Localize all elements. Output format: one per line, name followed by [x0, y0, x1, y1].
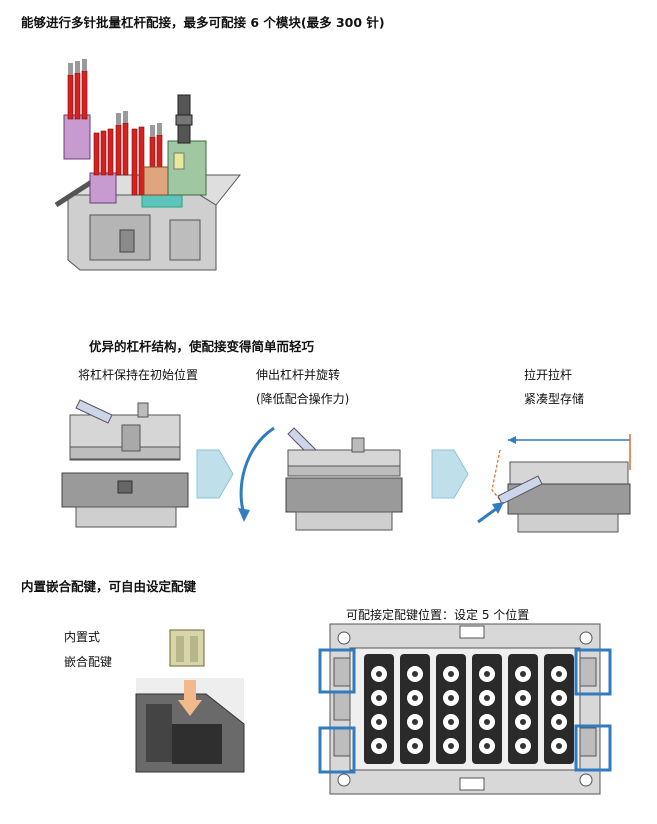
builtin-key-caption-line2: 嵌合配键 [64, 655, 113, 669]
key-position-highlight-right-top [574, 648, 612, 696]
connector-face-top-view [318, 623, 612, 795]
step2-caption-line1: 伸出杠杆并旋转 [256, 368, 341, 382]
module-cavities [364, 654, 574, 764]
step2-connector-illustration [238, 422, 403, 531]
section3-heading: 内置嵌合配键，可自由设定配键 [21, 579, 197, 594]
step1-connector-illustration [61, 399, 189, 528]
key-positions-caption: 可配接定配键位置：设定 5 个位置 [346, 608, 530, 622]
key-position-highlight-left-bottom [318, 726, 356, 774]
step1-caption: 将杠杆保持在初始位置 [78, 368, 199, 382]
builtin-key-illustration [135, 629, 245, 773]
builtin-key-caption-line1: 内置式 [64, 630, 101, 644]
step-arrow-2 [431, 449, 469, 499]
step-arrow-1 [196, 449, 234, 499]
key-position-highlight-left-top [318, 648, 356, 694]
step3-caption-line1: 拉开拉杆 [524, 368, 573, 382]
step3-connector-illustration [477, 434, 631, 533]
section1-heading: 能够进行多针批量杠杆配接，最多可配接 6 个模块(最多 300 针) [21, 15, 385, 30]
key-position-highlight-right-bottom [574, 724, 612, 772]
section2-heading: 优异的杠杆结构，使配接变得简单而轻巧 [89, 339, 315, 354]
multi-module-connector-illustration [54, 59, 242, 271]
step2-caption-line2: (降低配合操作力) [256, 392, 350, 406]
step3-caption-line2: 紧凑型存储 [524, 392, 585, 406]
